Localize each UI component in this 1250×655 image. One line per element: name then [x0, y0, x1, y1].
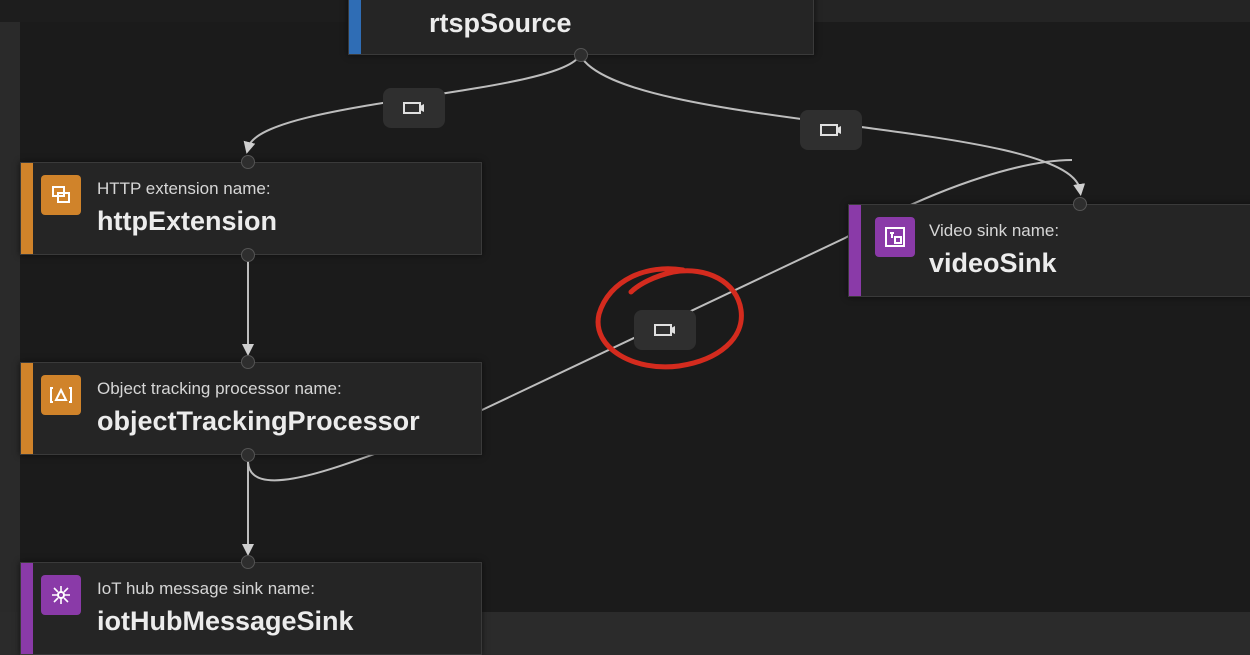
node-name: iotHubMessageSink [97, 606, 354, 636]
input-port[interactable] [241, 355, 255, 369]
node-label: Object tracking processor name: [97, 379, 342, 398]
node-object-tracking-processor[interactable]: Object tracking processor name: objectTr… [20, 362, 482, 455]
output-port[interactable] [241, 448, 255, 462]
object-tracking-icon [41, 375, 81, 415]
red-annotation-circle [595, 266, 744, 370]
node-label: Video sink name: [929, 221, 1060, 240]
http-extension-icon [41, 175, 81, 215]
input-port[interactable] [241, 155, 255, 169]
video-camera-icon [820, 124, 841, 136]
output-port[interactable] [574, 48, 588, 62]
node-accent-bar [349, 0, 361, 54]
edge-chip-tracking-videosink[interactable] [634, 310, 696, 350]
node-http-extension[interactable]: HTTP extension name: httpExtension [20, 162, 482, 255]
top-toolbar-right [770, 0, 1250, 22]
node-rtsp-source[interactable]: rtspSource [348, 0, 814, 55]
output-port[interactable] [241, 248, 255, 262]
edge-chip-rtsp-videosink[interactable] [800, 110, 862, 150]
node-iot-hub-message-sink[interactable]: IoT hub message sink name: iotHubMessage… [20, 562, 482, 655]
node-name: videoSink [929, 248, 1057, 278]
node-accent-bar [21, 563, 33, 654]
input-port[interactable] [241, 555, 255, 569]
node-label: HTTP extension name: [97, 179, 271, 198]
node-accent-bar [21, 363, 33, 454]
node-name: rtspSource [429, 8, 572, 38]
input-port[interactable] [1073, 197, 1087, 211]
iot-hub-icon [41, 575, 81, 615]
node-label: IoT hub message sink name: [97, 579, 315, 598]
video-camera-icon [403, 102, 424, 114]
node-name: objectTrackingProcessor [97, 406, 420, 436]
node-accent-bar [849, 205, 861, 296]
node-name: httpExtension [97, 206, 277, 236]
node-accent-bar [21, 163, 33, 254]
edge-chip-rtsp-http[interactable] [383, 88, 445, 128]
video-camera-icon [654, 324, 675, 336]
video-sink-icon [875, 217, 915, 257]
node-video-sink[interactable]: Video sink name: videoSink [848, 204, 1250, 297]
